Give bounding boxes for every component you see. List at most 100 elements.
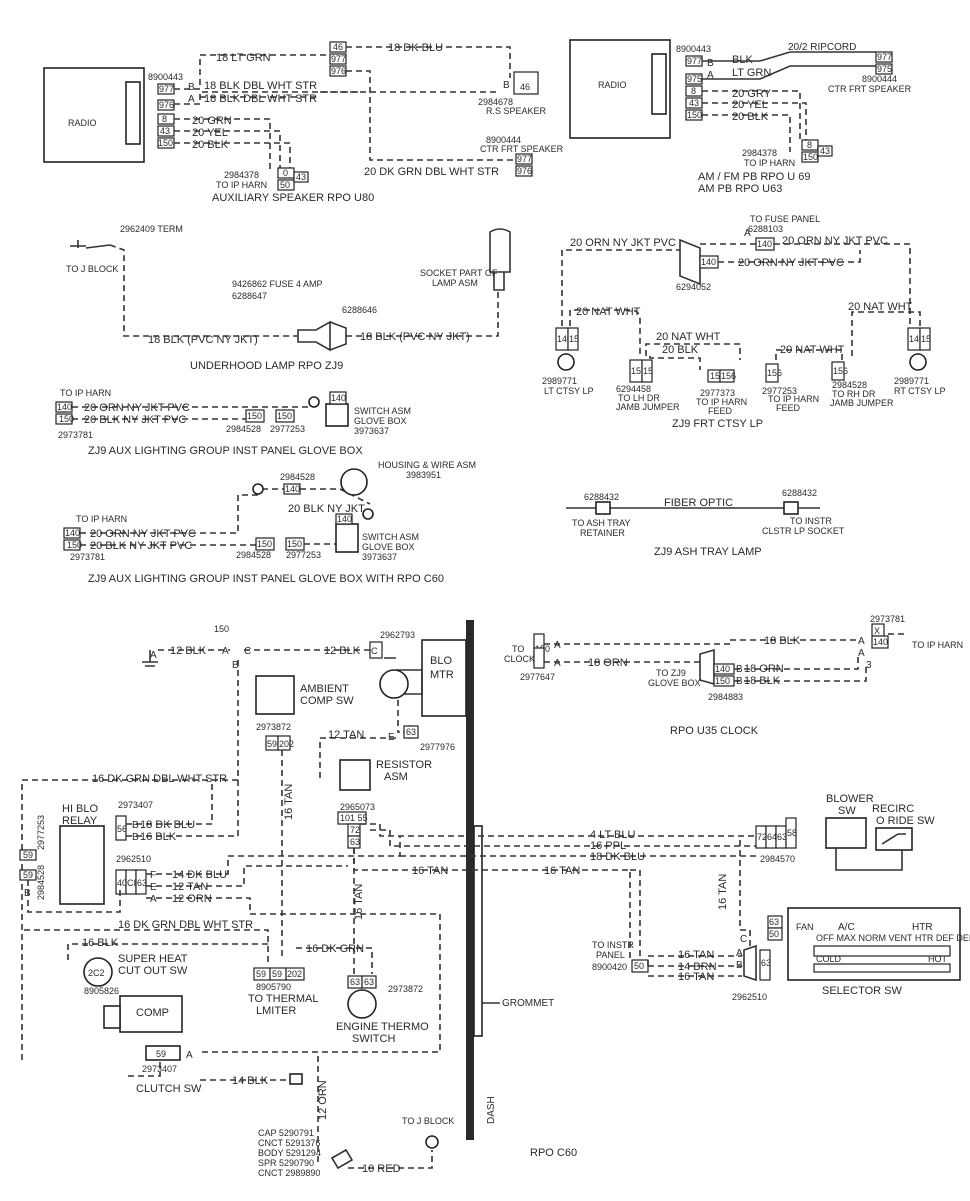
housing-label-2: 3983951 — [406, 470, 441, 480]
svg-text:43: 43 — [296, 172, 306, 182]
lt-ctsy-part: 2989771 — [542, 376, 577, 386]
radio-pb-section: RADIO 8900443 977 975 8 43 150 B A BLK L… — [569, 39, 912, 195]
svg-text:50: 50 — [280, 180, 290, 190]
svg-text:A: A — [150, 650, 157, 661]
svg-text:72: 72 — [350, 825, 360, 835]
wire-16-dk-grn-3: 16 DK GRN — [306, 943, 364, 955]
ambient-label-2: COMP SW — [300, 695, 354, 707]
harn-feed-label-2: FEED — [708, 406, 733, 416]
svg-text:202: 202 — [287, 969, 302, 979]
selector-modes: OFF MAX NORM VENT HTR DEF DEICE — [816, 933, 970, 943]
part-2973781-gb1: 2973781 — [58, 430, 93, 440]
radio-pins-left: 977 976 8 43 150 — [157, 83, 175, 149]
wire-18-lt-grn: 18 LT GRN — [216, 52, 271, 64]
wire-20-orn-1: 20 ORN NY JKT PVC — [570, 237, 676, 249]
svg-text:A: A — [707, 70, 714, 81]
grommet-body — [473, 825, 483, 1037]
gb1-switch-label-2: GLOVE BOX — [354, 416, 407, 426]
blower-sw-label-1: BLOWER — [826, 793, 874, 805]
part-8900444-right: 8900444 — [862, 74, 897, 84]
title-underhood: UNDERHOOD LAMP RPO ZJ9 — [190, 360, 343, 372]
svg-text:8: 8 — [691, 86, 696, 96]
cap-list-5: CNCT 2989890 — [258, 1168, 320, 1178]
title-ashtray: ZJ9 ASH TRAY LAMP — [654, 546, 762, 558]
svg-text:C: C — [244, 646, 251, 657]
to-clock-2: CLOCK — [504, 654, 535, 664]
rs-speaker-label: R.S SPEAKER — [486, 106, 547, 116]
ash-right-label-1: TO INSTR — [790, 516, 832, 526]
radio-connector-left — [125, 81, 141, 145]
radio-label-left: RADIO — [68, 118, 97, 128]
wire-16-tan-4: 16 TAN — [678, 949, 714, 961]
ash-right-label-2: CLSTR LP SOCKET — [762, 526, 845, 536]
wire-18-blk-dbl-1: 18 BLK DBL WHT STR — [204, 80, 317, 92]
svg-text:977: 977 — [687, 56, 702, 66]
svg-text:150: 150 — [803, 152, 818, 162]
wire-clock-18-blk-2: 18 BLK — [744, 675, 781, 687]
aux-speaker-section: RADIO 8900443 977 976 8 43 150 B A 18 LT… — [43, 41, 564, 204]
selector-sw-label: SELECTOR SW — [822, 985, 902, 997]
svg-text:A: A — [858, 636, 865, 647]
part-2984570: 2984570 — [760, 854, 795, 864]
housing-label-1: HOUSING & WIRE ASM — [378, 460, 476, 470]
clutch-sw-label: CLUTCH SW — [136, 1083, 202, 1095]
wire-20-blk-right: 20 BLK — [732, 111, 769, 123]
svg-text:40: 40 — [117, 878, 127, 888]
svg-text:A: A — [858, 648, 865, 659]
ash-left-label-2: RETAINER — [580, 528, 625, 538]
lt-ctsy-label: LT CTSY LP — [544, 386, 594, 396]
part-2962510-right: 2962510 — [732, 992, 767, 1002]
resistor-label-1: RESISTOR — [376, 759, 432, 771]
cap-list-4: SPR 5290790 — [258, 1158, 314, 1168]
dash-label: DASH — [486, 1096, 497, 1124]
clock-splice — [699, 648, 715, 686]
to-j-block-top: TO J BLOCK — [66, 264, 118, 274]
wire-4-lt-blu: 4 LT BLU — [590, 829, 636, 841]
super-heat-code: 2C2 — [88, 968, 105, 978]
glovebox-1-section: TO IP HARN 140 150 2973781 20 ORN NY JKT… — [55, 388, 411, 457]
glovebox-2-section: 2984528 140 20 BLK NY JKT HOUSING & WIRE… — [63, 460, 476, 585]
ash-left-label-1: TO ASH TRAY — [572, 518, 631, 528]
part-8905826: 8905826 — [84, 986, 119, 996]
to-instr-panel-2: PANEL — [596, 950, 625, 960]
fuse-label: 9426862 FUSE 4 AMP — [232, 279, 323, 289]
wire-20-blk-left: 20 BLK — [192, 139, 229, 151]
blower-motor-fan — [379, 669, 409, 699]
wire-14-dk-blu: 14 DK BLU — [172, 869, 227, 881]
underhood-section: 2962409 TERM TO J BLOCK 18 BLK (PVC NY J… — [66, 224, 511, 372]
svg-text:8: 8 — [807, 140, 812, 150]
wire-20-nat-wht-4: 20 NAT WHT — [848, 301, 913, 313]
super-heat-label-1: SUPER HEAT — [118, 953, 188, 965]
svg-text:A: A — [188, 94, 195, 105]
harn-feed-label: TO IP HARN — [696, 397, 747, 407]
part-2984528-gb2-top: 2984528 — [280, 472, 315, 482]
wire-16-blk-c60: 16 BLK — [140, 831, 177, 843]
rh-jamb-label-1: TO RH DR — [832, 389, 876, 399]
to-ip-harn-right: TO IP HARN — [744, 158, 795, 168]
part-2984378-left: 2984378 — [224, 170, 259, 180]
svg-text:976: 976 — [517, 166, 532, 176]
wire-16-ppl: 16 PPL — [590, 840, 626, 852]
svg-text:B: B — [188, 82, 195, 93]
svg-text:63: 63 — [350, 837, 360, 847]
selector-cold: COLD — [816, 954, 842, 964]
svg-text:59: 59 — [23, 850, 33, 860]
wire-18-blk-pvc-1: 18 BLK (PVC NY JKT) — [148, 334, 258, 346]
frt-ctsy-splice — [679, 238, 701, 286]
title-clock: RPO U35 CLOCK — [670, 725, 759, 737]
svg-text:B: B — [232, 660, 239, 671]
socket-label-2: LAMP ASM — [432, 278, 478, 288]
part-2984378-right: 2984378 — [742, 148, 777, 158]
blower-motor — [421, 639, 467, 717]
ash-left-connector — [595, 501, 611, 515]
ash-left-part: 6288432 — [584, 492, 619, 502]
part-2984678: 2984678 — [478, 97, 513, 107]
wire-12-orn-2: 12 ORN — [317, 1080, 329, 1120]
selector-ac: A/C — [838, 922, 855, 933]
wire-20-orn-2: 20 ORN NY JKT PVC — [782, 235, 888, 247]
rt-ctsy-part: 2989771 — [894, 376, 929, 386]
wire-16-tan-5: 16 TAN — [678, 971, 714, 983]
part-2984528-gb2: 2984528 — [236, 550, 271, 560]
selector-fan: FAN — [796, 922, 814, 932]
svg-text:58: 58 — [787, 828, 797, 838]
